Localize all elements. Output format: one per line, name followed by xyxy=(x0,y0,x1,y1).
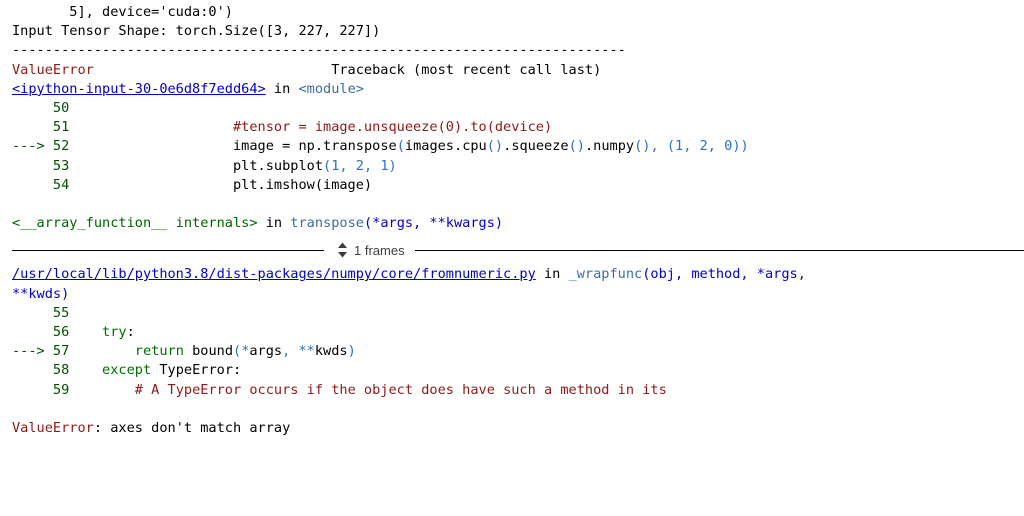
code-line: 56 try: xyxy=(12,323,1024,342)
blank-spacer xyxy=(12,400,1024,419)
dashed-rule: ----------------------------------------… xyxy=(12,42,626,59)
line-number: 59 xyxy=(52,381,70,398)
final-exception-name: ValueError xyxy=(12,420,94,437)
line-code: plt.imshow(image) xyxy=(232,176,373,193)
line-marker xyxy=(12,158,53,174)
line-code: except TypeError: xyxy=(102,362,242,379)
line-gap xyxy=(69,362,102,378)
code-line: 55 xyxy=(12,304,1024,323)
final-error-message: axes don't match array xyxy=(110,420,291,437)
frame3-signature-part1: (obj, method, *args, xyxy=(642,266,806,283)
line-marker xyxy=(12,177,53,193)
frames-count-label: 1 frames xyxy=(354,242,405,258)
line-gap xyxy=(69,177,233,193)
frame3-in-word: in xyxy=(543,266,561,283)
line-marker xyxy=(12,362,53,378)
code-line-highlighted: ---> 57 return bound(*args, **kwds) xyxy=(12,342,1024,361)
line-code: image = np.transpose(images.cpu().squeez… xyxy=(232,138,749,155)
line-gap xyxy=(69,158,233,174)
frames-separator-bar: 1 frames xyxy=(12,239,1024,261)
header-spacer xyxy=(94,62,331,78)
exception-name: ValueError xyxy=(12,61,94,78)
line-gap xyxy=(69,343,134,359)
line-marker xyxy=(12,119,53,135)
line-number: 54 xyxy=(52,176,70,193)
sp xyxy=(560,266,568,282)
code-line: 51 #tensor = image.unsqueeze(0).to(devic… xyxy=(12,118,1024,137)
line-gap xyxy=(69,324,102,340)
line-number: 57 xyxy=(52,343,70,360)
line-marker xyxy=(12,100,53,116)
line-number: 55 xyxy=(52,304,70,321)
final-error-separator: : xyxy=(93,420,111,437)
line-code: try: xyxy=(102,324,135,341)
line-number: 50 xyxy=(52,100,70,117)
sp xyxy=(258,215,266,231)
code-line-highlighted: ---> 52 image = np.transpose(images.cpu(… xyxy=(12,137,1024,156)
code-line: 54 plt.imshow(image) xyxy=(12,176,1024,195)
line-code: return bound(*args, **kwds) xyxy=(134,343,356,360)
line-number: 56 xyxy=(52,324,70,341)
line-marker: ---> xyxy=(12,138,53,155)
line-code: #tensor = image.unsqueeze(0).to(device) xyxy=(232,119,553,136)
sp xyxy=(266,81,274,97)
blank-spacer xyxy=(12,195,1024,214)
line-marker xyxy=(12,324,53,340)
frame3-func: _wrapfunc xyxy=(568,266,643,283)
code-line: 59 # A TypeError occurs if the object do… xyxy=(12,381,1024,400)
sp xyxy=(536,266,544,282)
frame2-location: <__array_function__ internals> xyxy=(12,215,258,232)
line-gap xyxy=(69,119,233,135)
code-line: 58 except TypeError: xyxy=(12,361,1024,380)
final-error-row: ValueError: axes don't match array xyxy=(12,419,1024,438)
frame3-signature-continued: **kwds) xyxy=(12,285,1024,304)
frame1-location-link[interactable]: <ipython-input-30-0e6d8f7edd64> xyxy=(12,80,266,97)
line-code: # A TypeError occurs if the object does … xyxy=(134,381,667,398)
frame3-path-link[interactable]: /usr/local/lib/python3.8/dist-packages/n… xyxy=(12,266,536,283)
preamble-line-1: Input Tensor Shape: torch.Size([3, 227, … xyxy=(12,23,381,40)
line-number: 52 xyxy=(52,138,70,155)
traceback-note: Traceback (most recent call last) xyxy=(331,61,602,78)
frame2-func: transpose xyxy=(290,215,364,232)
line-marker xyxy=(12,305,53,321)
frame3-location-row: /usr/local/lib/python3.8/dist-packages/n… xyxy=(12,265,1024,284)
line-gap xyxy=(69,138,233,154)
frames-toggle-button[interactable]: 1 frames xyxy=(324,242,405,258)
code-line: 53 plt.subplot(1, 2, 1) xyxy=(12,157,1024,176)
code-line: 50 xyxy=(12,99,1024,118)
frame2-in-word: in xyxy=(265,215,283,232)
line-marker xyxy=(12,382,53,398)
line-code: plt.subplot(1, 2, 1) xyxy=(232,157,397,174)
frame3-signature-part2: **kwds) xyxy=(12,285,70,302)
frame1-scope: <module> xyxy=(298,80,364,97)
frame2-location-row: <__array_function__ internals> in transp… xyxy=(12,214,1024,233)
separator-rule-left xyxy=(12,249,324,251)
error-header-row: ValueError Traceback (most recent call l… xyxy=(12,61,1024,80)
separator-rule-right xyxy=(414,249,1024,251)
line-number: 58 xyxy=(52,362,70,379)
line-gap xyxy=(69,382,134,398)
preamble-line-0: 5], device='cuda:0') xyxy=(12,4,233,20)
line-marker: ---> xyxy=(12,343,53,360)
line-number: 51 xyxy=(52,119,70,136)
line-number: 53 xyxy=(52,157,70,174)
chevron-up-down-icon[interactable] xyxy=(336,242,348,258)
frame1-in-word: in xyxy=(273,80,291,97)
frame1-location-row: <ipython-input-30-0e6d8f7edd64> in <modu… xyxy=(12,80,1024,99)
traceback-output: 5], device='cuda:0') Input Tensor Shape:… xyxy=(12,4,1024,438)
frame2-signature: (*args, **kwargs) xyxy=(363,215,504,232)
